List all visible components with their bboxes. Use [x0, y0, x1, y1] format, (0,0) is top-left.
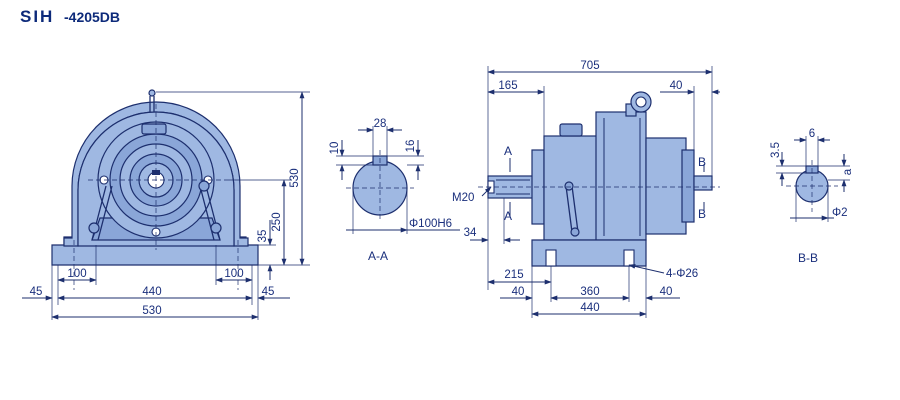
level-gauge: [565, 185, 579, 233]
bolt-icon: [210, 222, 222, 234]
mount-hole: [545, 249, 557, 267]
output-cover: [681, 149, 695, 223]
section-marker-b-top: B: [698, 155, 706, 169]
section-aa: 28 10 16 Φ100H6 A-A: [329, 118, 460, 263]
dim-key-height-aa: 16: [405, 140, 417, 153]
model-number: -4205DB: [64, 9, 120, 25]
side-view-dimensions: 705 165 40 M20 34 215 4-Φ26 40 360 40: [452, 60, 720, 318]
dim-key-depth-aa: 10: [329, 142, 341, 155]
side-breather-plug: [559, 123, 583, 137]
dim-base-mid: 360: [580, 286, 599, 298]
section-aa-caption: A-A: [368, 249, 388, 263]
front-view-dimensions: 530 250 35 100 100 45 440 45 530: [22, 91, 310, 320]
bb-centerlines: [786, 160, 838, 212]
lifting-eye-icon: [148, 89, 156, 97]
dim-height-total: 530: [289, 168, 301, 187]
dim-key-width-aa: 28: [374, 118, 387, 130]
model-series: SIH: [20, 7, 54, 26]
section-bb-caption: B-B: [798, 251, 818, 265]
dim-bolt-spacing: 215: [504, 269, 523, 281]
dim-shaft-dia-bb: Φ2: [832, 207, 848, 219]
front-view: [51, 89, 259, 290]
dim-overhang-left: 45: [30, 286, 43, 298]
section-marker-b-bottom: B: [698, 207, 706, 221]
dim-shaft-dia-aa: Φ100H6: [409, 218, 452, 230]
dim-overhang-right: 45: [262, 286, 275, 298]
bolt-icon: [198, 180, 210, 192]
dim-thread: M20: [452, 192, 474, 204]
dim-key-width-bb: 6: [809, 128, 815, 140]
dim-input-length: 165: [498, 80, 517, 92]
dim-base-right: 40: [660, 286, 673, 298]
section-bb: 6 3.5 a Φ2 B-B: [770, 128, 854, 265]
dim-length-total: 705: [580, 60, 599, 72]
front-lifting-eye: [149, 96, 155, 112]
dim-shaft-height: 250: [271, 212, 283, 231]
mount-hole: [623, 249, 635, 267]
dim-base-inner: 440: [142, 286, 161, 298]
drawing-title: SIH -4205DB: [20, 7, 120, 26]
bolt-icon: [88, 222, 100, 234]
dim-base-left: 40: [512, 286, 525, 298]
front-breather-plug: [141, 123, 167, 135]
section-marker-a-top: A: [504, 144, 512, 158]
section-marker-a-bottom: A: [504, 209, 512, 223]
dim-output-offset: 40: [670, 80, 683, 92]
dim-base-total: 440: [580, 302, 599, 314]
dim-holes: 4-Φ26: [666, 268, 698, 280]
dim-shaft-step: 34: [464, 227, 477, 239]
dim-foot-right: 100: [224, 268, 243, 280]
dim-base-total: 530: [142, 305, 161, 317]
side-view: A A B B: [478, 91, 720, 267]
dim-foot-height: 35: [257, 230, 269, 243]
side-base: [531, 239, 647, 267]
dim-key-depth-bb: 3.5: [770, 142, 782, 158]
dim-foot-left: 100: [67, 268, 86, 280]
dim-key-height-bb: a: [842, 168, 854, 175]
output-flange: [645, 137, 687, 235]
output-shaft: [693, 175, 713, 191]
aa-centerlines: [346, 150, 414, 222]
